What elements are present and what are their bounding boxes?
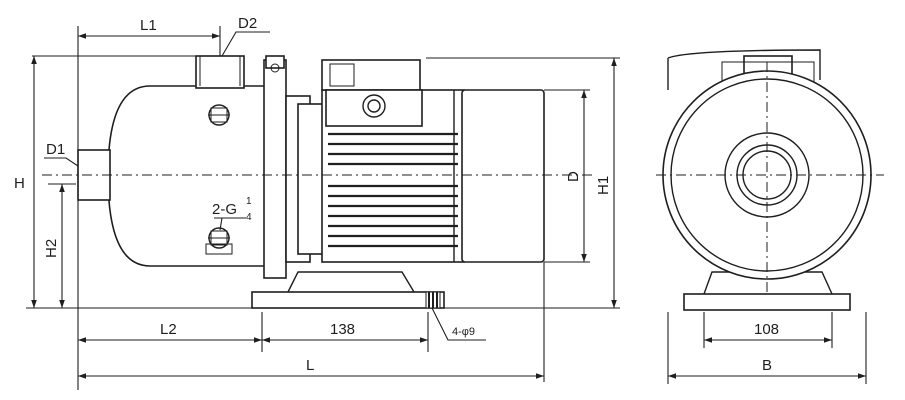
cable-gland [362,94,386,118]
side-view [42,55,592,309]
dim-L-label: L [306,357,314,374]
dim-D2-label: D2 [238,15,257,32]
side-dimensions: L1 D2 D1 H H2 D H1 2-G 1 4 L2 13 [14,15,620,390]
bolt-hole-symbol [425,291,441,309]
outlet-nozzle [195,55,245,89]
dim-L1-label: L1 [140,17,157,34]
front-view [656,49,884,311]
dim-108-label: 108 [754,321,779,338]
drain-plug-bottom [205,227,233,255]
svg-text:1: 1 [246,196,252,207]
dim-L2-label: L2 [160,321,177,338]
dim-H-label: H [14,175,25,192]
front-base-plate [683,293,851,311]
svg-text:4: 4 [246,212,252,223]
dim-H2-label: H2 [43,239,60,258]
dim-B-label: B [762,357,772,374]
cooling-fins [328,132,458,248]
dim-D-label: D [565,171,582,182]
pump-housing [107,85,267,267]
svg-text:2-G: 2-G [212,201,237,218]
fan-cover [461,89,545,263]
dim-138-label: 138 [330,321,355,338]
dim-H1-label: H1 [595,176,612,195]
support-foot [287,271,415,293]
terminal-box-cover [325,89,423,127]
housing-flange [263,59,287,279]
dim-D1-label: D1 [46,141,65,158]
dim-holes-label: 4-φ9 [452,326,475,338]
front-dimensions: 108 B [667,312,867,384]
drain-plug-top [208,104,230,126]
drain-thread-label: 2-G 1 4 [212,196,252,231]
base-plate [251,291,445,309]
